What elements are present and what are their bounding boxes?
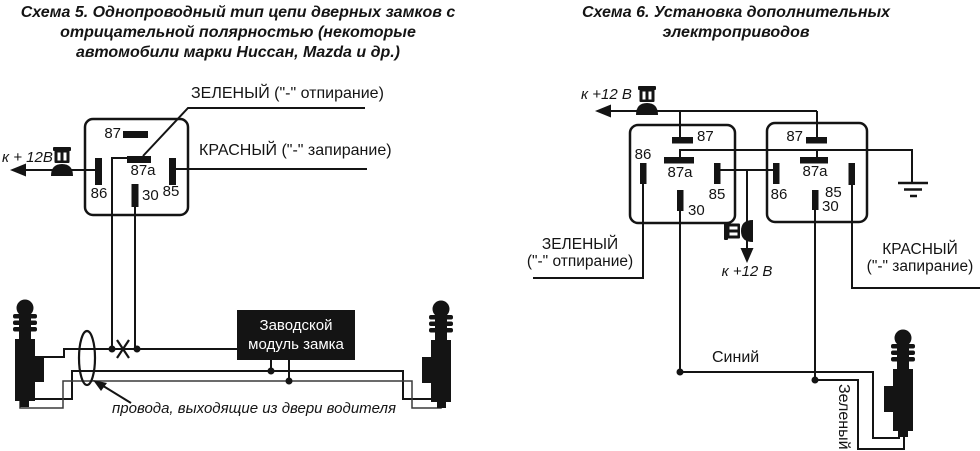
relay-pins [95,131,176,207]
pin-label-87a: 87a [667,164,693,181]
green-wire [142,107,365,157]
factory-module-label: Заводской модуль замка [248,317,344,353]
pin87-bar [123,131,148,138]
green-control-wire [533,184,644,279]
ground-icon [898,181,928,198]
power-arrow-icon [10,163,26,177]
factory-module-box [237,310,355,360]
junction-dots [676,368,819,384]
green-label-line2: ("-" отпирание) [526,253,634,270]
pin-label-87: 87 [104,125,121,142]
relay-pins-unlock [640,137,721,211]
pin87a-ground-wire [679,149,913,183]
power-down-arrow-icon [740,248,754,263]
relay-box [83,117,190,217]
junction-dots [108,345,293,385]
relay-pins-lock [773,137,855,210]
fuse-icon [51,147,73,176]
pin-label-85: 85 [162,183,180,200]
blue-motor-wire [680,371,900,439]
pin-label-30: 30 [688,202,705,219]
wire-cut-x-mark [116,339,130,359]
pin-label-87a: 87a [130,162,156,179]
pin-label-86: 86 [90,185,108,202]
green-label-line1: ЗЕЛЕНЫЙ [541,236,619,253]
pin-label-85: 85 [708,186,726,203]
scheme6-green-wire-label: ЗЕЛЕНЫЙ ("-" отпирание) [516,236,644,270]
fuse-icon [636,86,658,115]
scheme6-green-wire-name: Зеленый [835,384,852,450]
pin-label-87a: 87a [802,163,828,180]
red-control-wire [851,185,980,289]
scheme5-note: провода, выходящие из двери водителя [112,400,396,417]
scheme6-blue-wire-name: Синий [712,349,760,366]
scheme6-power-label-top: к +12 В [581,86,632,103]
pin-label-86: 86 [770,186,788,203]
note-arrow-head-icon [93,380,107,391]
actuator-wire-b [19,380,442,409]
pin87a-bar [127,156,151,163]
red-label-line1: КРАСНЫЙ [882,241,958,258]
green-motor-wire [815,379,905,450]
scheme6-title: Схема 6. Установка дополнительных электр… [581,4,891,41]
scheme5-red-wire-label: КРАСНЫЙ ("-" запирание) [199,142,392,159]
power-arrow-icon [595,104,611,118]
pin-label-87: 87 [786,128,803,145]
door-main-wire [40,348,237,358]
pin85-bar [169,158,176,185]
scheme5-power-label: к + 12В [2,149,53,166]
scheme6-circuit [533,86,980,450]
pin86-bar [95,158,102,185]
scheme6-red-wire-label: КРАСНЫЙ ("-" запирание) [858,241,980,275]
scheme5-circuit [10,107,453,409]
red-label-line2: ("-" запирание) [866,258,974,275]
pin-label-30: 30 [822,198,839,215]
scheme5-title: Схема 5. Однопроводный тип цепи дверных … [20,4,456,61]
pin-label-86: 86 [634,146,652,163]
pin87-feed-wires [679,111,818,137]
pin-label-87: 87 [697,128,714,145]
pin87a-drop-wire [111,157,127,349]
scheme5-green-wire-label: ЗЕЛЕНЫЙ ("-" отпирание) [191,85,384,102]
fuse-icon [724,220,753,242]
pin-label-30: 30 [142,187,159,204]
door-grommet-oval [77,329,97,387]
scheme6-power-label-bottom: к +12 В [721,263,773,280]
door-lock-actuator-icon [13,299,44,407]
pin-label-85: 85 [825,184,842,201]
door-lock-actuator-icon [422,300,453,408]
pin30-bar [131,184,139,207]
note-arrow [99,383,132,404]
door-lock-actuator-icon [884,329,915,437]
